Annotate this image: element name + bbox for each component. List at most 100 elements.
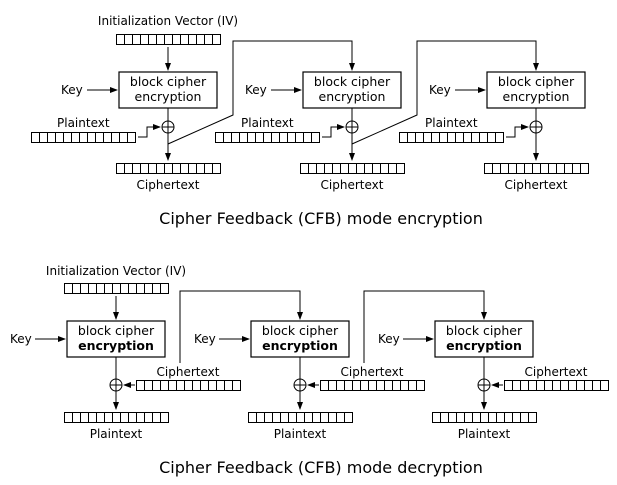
register-cell xyxy=(263,132,272,143)
xor-icon xyxy=(529,120,543,134)
register-cell xyxy=(532,163,541,174)
dec-stage-1: Key block cipher encryption Ciphertext P… xyxy=(10,320,241,441)
register-cell xyxy=(216,380,225,391)
dec-stage-2: Key block cipher encryption Ciphertext P… xyxy=(194,320,425,441)
register-cell xyxy=(516,163,525,174)
register-cell xyxy=(368,380,377,391)
register-cell xyxy=(340,163,349,174)
register-cell xyxy=(96,412,105,423)
register-cell xyxy=(248,412,257,423)
register-cell xyxy=(463,132,472,143)
register-cell xyxy=(584,380,593,391)
register-cell xyxy=(128,412,137,423)
dec-block-cipher-box-3 xyxy=(434,320,534,358)
register-cell xyxy=(360,380,369,391)
dec-feedback-line-2 xyxy=(363,290,487,363)
register-cell xyxy=(204,34,213,45)
encryption-section: Initialization Vector (IV) Key block cip… xyxy=(31,14,589,228)
register-cell xyxy=(119,132,128,143)
register-cell xyxy=(484,163,493,174)
register-cell xyxy=(124,163,133,174)
dec-stage-3: Key block cipher encryption Ciphertext P… xyxy=(378,320,609,441)
register-cell xyxy=(212,34,221,45)
enc-stage-2: Key block cipher encryption Plaintext Ci… xyxy=(215,71,405,192)
enc-box-line1-2: block cipher xyxy=(314,74,391,89)
register-cell xyxy=(255,132,264,143)
dec-ciphertext-register-2 xyxy=(320,380,425,391)
register-cell xyxy=(136,412,145,423)
register-cell xyxy=(80,412,89,423)
register-cell xyxy=(384,380,393,391)
register-cell xyxy=(344,412,353,423)
register-cell xyxy=(356,163,365,174)
register-cell xyxy=(256,412,265,423)
register-cell xyxy=(520,380,529,391)
register-cell xyxy=(500,163,509,174)
register-cell xyxy=(320,412,329,423)
register-cell xyxy=(372,163,381,174)
register-cell xyxy=(148,34,157,45)
dec-ciphertext-label-1: Ciphertext xyxy=(157,365,220,379)
enc-iv-register xyxy=(116,34,221,45)
enc-plaintext-label-1: Plaintext xyxy=(57,116,110,130)
register-cell xyxy=(432,412,441,423)
enc-box-line1-3: block cipher xyxy=(498,74,575,89)
register-cell xyxy=(196,34,205,45)
register-cell xyxy=(311,132,320,143)
register-cell xyxy=(336,412,345,423)
enc-key-label-2: Key xyxy=(245,83,267,97)
register-cell xyxy=(496,412,505,423)
register-cell xyxy=(304,412,313,423)
register-cell xyxy=(408,380,417,391)
register-cell xyxy=(172,34,181,45)
register-cell xyxy=(544,380,553,391)
dec-box-line1-1: block cipher xyxy=(78,323,155,338)
register-cell xyxy=(320,380,329,391)
register-cell xyxy=(440,412,449,423)
dec-plaintext-label-1: Plaintext xyxy=(90,427,143,441)
dec-iv-label: Initialization Vector (IV) xyxy=(46,264,186,278)
enc-plaintext-arrow-1 xyxy=(138,124,161,138)
register-cell xyxy=(79,132,88,143)
register-cell xyxy=(328,380,337,391)
register-cell xyxy=(431,132,440,143)
enc-stage-1: Key block cipher encryption Plaintext Ci… xyxy=(31,71,221,192)
dec-ciphertext-label-3: Ciphertext xyxy=(525,365,588,379)
enc-box-line2-1: encryption xyxy=(135,89,202,104)
register-cell xyxy=(95,132,104,143)
register-cell xyxy=(415,132,424,143)
register-cell xyxy=(80,283,89,294)
register-cell xyxy=(552,380,561,391)
register-cell xyxy=(132,34,141,45)
register-cell xyxy=(184,380,193,391)
register-cell xyxy=(132,163,141,174)
enc-block-cipher-box-2 xyxy=(302,71,402,109)
register-cell xyxy=(456,412,465,423)
register-cell xyxy=(560,380,569,391)
dec-plaintext-label-2: Plaintext xyxy=(274,427,327,441)
xor-icon xyxy=(161,120,175,134)
dec-ciphertext-label-2: Ciphertext xyxy=(341,365,404,379)
xor-icon xyxy=(293,378,307,392)
register-cell xyxy=(492,163,501,174)
enc-plaintext-label-2: Plaintext xyxy=(241,116,294,130)
register-cell xyxy=(480,412,489,423)
register-cell xyxy=(164,34,173,45)
register-cell xyxy=(572,163,581,174)
dec-block-cipher-box-2 xyxy=(250,320,350,358)
enc-key-label-3: Key xyxy=(429,83,451,97)
register-cell xyxy=(180,163,189,174)
enc-feedback-line-1 xyxy=(167,40,355,145)
register-cell xyxy=(148,163,157,174)
dec-box-line2-1: encryption xyxy=(78,338,154,353)
register-cell xyxy=(112,283,121,294)
dec-box-line2-2: encryption xyxy=(262,338,338,353)
register-cell xyxy=(176,380,185,391)
register-cell xyxy=(448,412,457,423)
enc-ciphertext-register-2 xyxy=(300,163,405,174)
dec-plaintext-register-3 xyxy=(432,412,537,423)
register-cell xyxy=(96,283,105,294)
enc-caption: Cipher Feedback (CFB) mode encryption xyxy=(159,209,483,228)
xor-icon xyxy=(477,378,491,392)
